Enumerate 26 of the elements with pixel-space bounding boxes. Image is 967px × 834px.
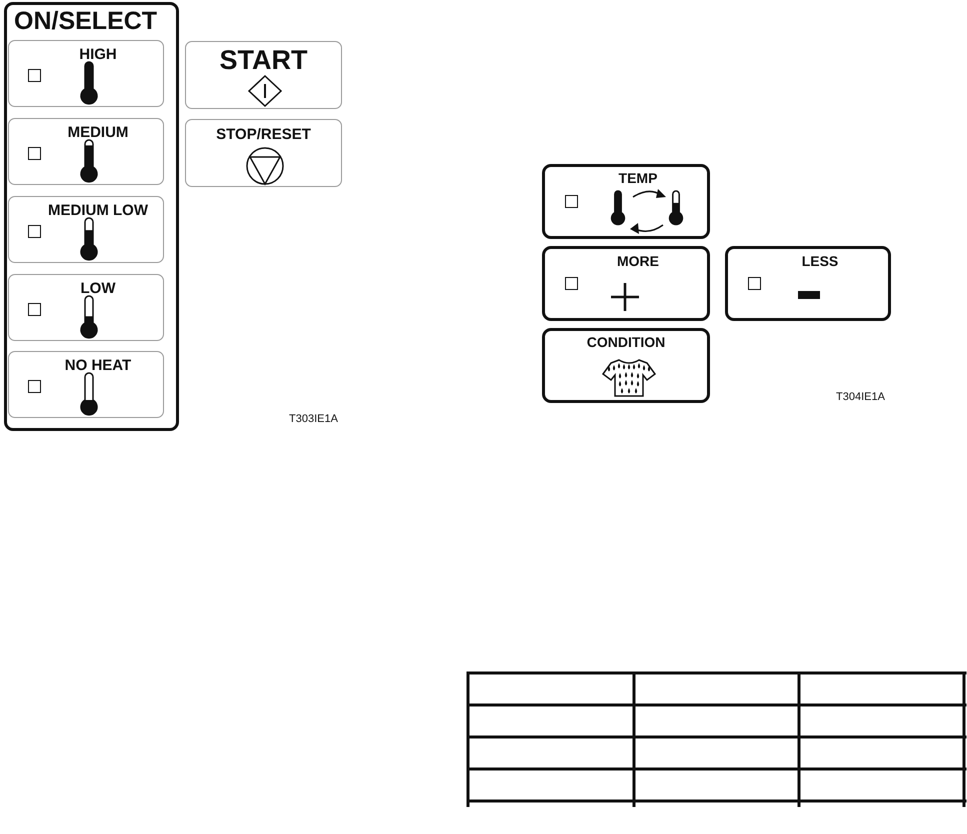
button-label: START — [218, 47, 308, 74]
control-button — [185, 41, 342, 109]
control-panel — [4, 2, 179, 431]
control-button — [8, 351, 164, 418]
control-button — [725, 246, 891, 321]
control-button — [8, 274, 164, 341]
figure-code: T303IE1A — [289, 413, 338, 425]
control-button — [8, 40, 164, 107]
figure-code: T304IE1A — [836, 391, 885, 403]
button-label: CONDITION — [586, 335, 666, 349]
button-label: MEDIUM — [66, 125, 130, 140]
button-label: MORE — [616, 254, 660, 268]
control-button — [8, 118, 164, 185]
button-label: NO HEAT — [64, 358, 132, 373]
button-label: HIGH — [78, 47, 118, 62]
button-label: LOW — [80, 281, 116, 296]
panel-title: ON/SELECT — [14, 9, 158, 34]
button-label: STOP/RESET — [215, 127, 312, 142]
control-button — [542, 164, 710, 239]
control-button — [542, 328, 710, 403]
control-button — [8, 196, 164, 263]
control-button — [542, 246, 710, 321]
button-label: TEMP — [618, 171, 658, 185]
button-label: LESS — [800, 254, 840, 268]
control-button — [185, 119, 342, 187]
button-label: MEDIUM LOW — [47, 203, 149, 218]
